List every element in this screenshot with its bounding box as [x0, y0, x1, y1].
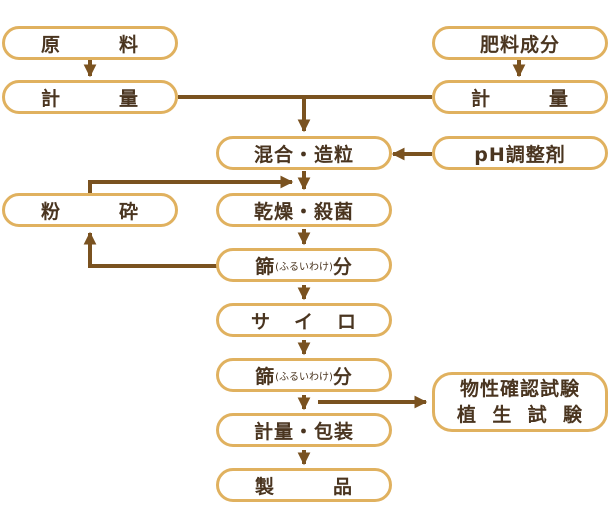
node-furuiwake-2-main: 篩 — [255, 365, 276, 388]
node-hiryo-seibun: 肥料成分 — [432, 26, 608, 60]
node-kongo-zoryu-label: 混合・造粒 — [253, 143, 354, 166]
node-genryo-char1: 原 — [41, 33, 62, 56]
node-furuiwake-2-ruby: (ふるいわけ) — [275, 371, 333, 383]
node-tests-line2-char4: 験 — [562, 404, 583, 426]
node-tests-line2: 植 生 試 験 — [457, 402, 583, 428]
node-funsai: 粉 砕 — [2, 193, 178, 227]
node-kongo-zoryu: 混合・造粒 — [216, 136, 392, 170]
node-tests-line2-char3: 試 — [527, 404, 548, 426]
arrow-furui1-to-funsai — [83, 231, 218, 268]
node-ph-chosei: pH調整剤 — [432, 136, 608, 170]
node-keiryo-hoso-label: 計量・包装 — [253, 420, 354, 443]
node-keiryo-right: 計 量 — [432, 80, 608, 114]
node-keiryo-right-char1: 計 — [471, 87, 492, 110]
node-tests-line2-char1: 植 — [457, 404, 478, 426]
node-keiryo-hoso: 計量・包装 — [216, 413, 392, 447]
node-furuiwake-2-end: 分 — [332, 365, 353, 388]
node-kanso-sakkin-label: 乾燥・殺菌 — [253, 200, 354, 223]
node-seihin-char2: 品 — [332, 475, 353, 498]
node-seihin-char1: 製 — [255, 475, 276, 498]
node-genryo-char2: 料 — [118, 33, 139, 56]
node-tests-line1: 物性確認試験 — [459, 378, 580, 400]
node-silo: サ イ ロ — [216, 303, 392, 337]
node-tests: 物性確認試験 植 生 試 験 — [432, 372, 608, 432]
node-furuiwake-2: 篩 (ふるいわけ) 分 — [216, 358, 392, 392]
node-ph-chosei-label: pH調整剤 — [474, 143, 566, 166]
node-keiryo-left-char2: 量 — [118, 87, 139, 110]
node-keiryo-left: 計 量 — [2, 80, 178, 114]
node-furuiwake-1: 篩 (ふるいわけ) 分 — [216, 248, 392, 282]
node-genryo: 原 料 — [2, 26, 178, 60]
node-keiryo-left-char1: 計 — [41, 87, 62, 110]
node-silo-char2: イ — [293, 310, 314, 333]
node-hiryo-seibun-label: 肥料成分 — [479, 33, 560, 56]
node-silo-char1: サ — [251, 310, 272, 333]
node-funsai-char1: 粉 — [41, 200, 62, 223]
node-furuiwake-1-ruby: (ふるいわけ) — [275, 261, 333, 273]
node-silo-char3: ロ — [336, 310, 357, 333]
node-keiryo-right-char2: 量 — [548, 87, 569, 110]
node-furuiwake-1-main: 篩 — [255, 255, 276, 278]
arrow-funsai-to-kongo — [88, 175, 294, 193]
node-funsai-char2: 砕 — [118, 200, 139, 223]
node-seihin: 製 品 — [216, 468, 392, 502]
node-tests-line2-char2: 生 — [492, 404, 513, 426]
node-kanso-sakkin: 乾燥・殺菌 — [216, 193, 392, 227]
node-furuiwake-1-end: 分 — [332, 255, 353, 278]
